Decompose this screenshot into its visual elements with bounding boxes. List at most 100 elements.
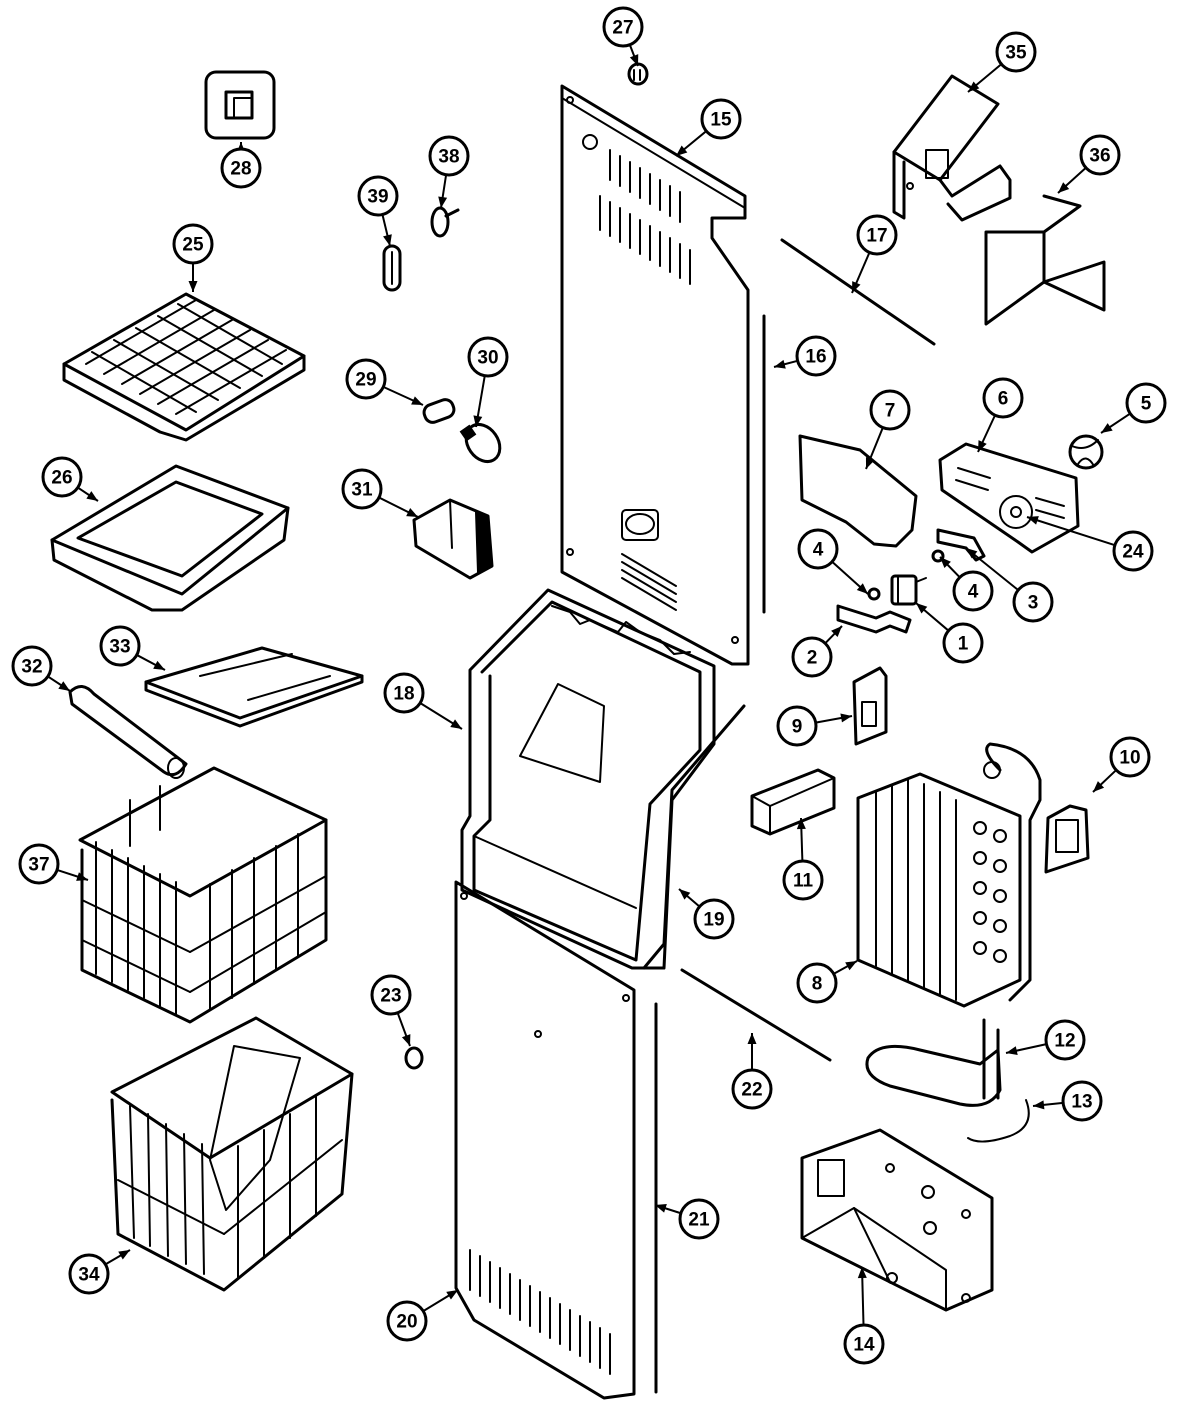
- part-20-lower-panel: [454, 880, 636, 1400]
- callout-arrowhead: [473, 415, 483, 427]
- callout-20: 20: [386, 1289, 459, 1342]
- callout-number: 34: [78, 1265, 100, 1286]
- callout-39: 39: [357, 175, 399, 247]
- callout-number: 35: [1005, 43, 1027, 64]
- callout-6: 6: [977, 377, 1024, 453]
- callout-arrowhead: [857, 1267, 867, 1279]
- callout-arrowhead: [1006, 1046, 1018, 1056]
- callout-8: 8: [796, 960, 858, 1004]
- callout-number: 6: [998, 389, 1009, 410]
- callout-circle: [942, 622, 984, 664]
- callout-circle: [1044, 1019, 1086, 1061]
- callout-arrowhead: [1101, 423, 1113, 433]
- part-drawings: [50, 62, 1106, 1400]
- callout-circle: [1125, 382, 1167, 424]
- callout-arrowhead: [865, 457, 875, 469]
- callout-25: 25: [172, 223, 214, 292]
- callout-arrowhead: [966, 548, 978, 559]
- part-13-wire: [967, 1099, 1030, 1143]
- part-26-ice-bin: [50, 464, 290, 612]
- callout-number: 10: [1119, 748, 1140, 769]
- callout-35: 35: [967, 31, 1037, 93]
- callout-circle: [1079, 134, 1121, 176]
- callout-number: 18: [393, 684, 414, 705]
- callout-arrowhead: [446, 1290, 458, 1300]
- callout-arrowhead: [58, 681, 70, 691]
- callout-circle: [1012, 581, 1054, 623]
- callout-number: 36: [1089, 146, 1110, 167]
- callout-arrowhead: [747, 1033, 757, 1044]
- part-4-screw-a: [867, 587, 881, 601]
- callout-number: 23: [380, 986, 401, 1007]
- callout-circle: [1112, 530, 1154, 572]
- part-31-housing: [412, 498, 494, 580]
- callout-circle: [795, 335, 837, 377]
- callout-circle: [602, 6, 644, 48]
- callout-number: 31: [351, 480, 373, 501]
- callout-arrowhead: [940, 557, 951, 569]
- callout-14: 14: [843, 1266, 885, 1365]
- callout-number: 39: [367, 187, 388, 208]
- callout-circle: [995, 31, 1037, 73]
- callout-circle: [370, 974, 412, 1016]
- callout-number: 11: [793, 871, 814, 892]
- part-29-socket: [422, 398, 456, 424]
- part-5-fan-blade: [1068, 434, 1104, 470]
- callout-circle: [869, 389, 911, 431]
- callout-4: 4: [797, 528, 869, 595]
- callout-circle: [99, 625, 141, 667]
- callout-circle: [1109, 736, 1151, 778]
- callout-circle: [357, 175, 399, 217]
- part-2-bracket: [836, 604, 912, 634]
- part-32-roller: [68, 685, 188, 779]
- callout-18: 18: [383, 672, 463, 730]
- callout-number: 17: [866, 226, 887, 247]
- callout-26: 26: [41, 456, 99, 502]
- callout-3: 3: [965, 547, 1054, 623]
- callout-number: 33: [109, 637, 130, 658]
- callout-circle: [952, 570, 994, 612]
- callout-number: 14: [853, 1335, 875, 1356]
- part-38-bolt: [430, 206, 460, 238]
- callout-circle: [856, 214, 898, 256]
- callout-38: 38: [428, 135, 470, 209]
- part-1-thermostat: [890, 574, 927, 606]
- callout-23: 23: [370, 974, 412, 1047]
- callout-circle: [693, 898, 735, 940]
- callout-number: 7: [885, 401, 896, 422]
- part-28-switch: [204, 70, 276, 140]
- callout-arrowhead: [118, 1250, 130, 1260]
- callout-leader: [1026, 516, 1116, 547]
- callout-circle: [791, 636, 833, 678]
- callout-19: 19: [678, 888, 735, 940]
- callout-circle: [41, 456, 83, 498]
- callout-4: 4: [939, 556, 994, 612]
- callout-arrowhead: [796, 818, 806, 830]
- part-14-drain-pan: [800, 1128, 994, 1312]
- part-3-bracket: [936, 528, 986, 562]
- part-8-evaporator: [856, 742, 1042, 1008]
- callout-arrowhead: [76, 872, 88, 881]
- callout-circle: [345, 358, 387, 400]
- callout-number: 27: [612, 18, 633, 39]
- callout-number: 25: [182, 235, 204, 256]
- callout-29: 29: [345, 358, 424, 406]
- part-37-wire-basket: [78, 766, 328, 1024]
- callout-arrowhead: [401, 1034, 411, 1046]
- callout-circle: [782, 859, 824, 901]
- callout-arrowhead: [629, 54, 639, 66]
- callout-30: 30: [467, 336, 509, 428]
- callout-number: 2: [807, 648, 818, 669]
- callout-arrowhead: [916, 603, 928, 614]
- callout-circle: [172, 223, 214, 265]
- callout-circle: [428, 135, 470, 177]
- part-35-bracket: [892, 74, 1012, 222]
- callout-10: 10: [1092, 736, 1151, 793]
- callout-arrowhead: [450, 719, 462, 729]
- callout-number: 19: [703, 910, 724, 931]
- part-34-wire-basket: [110, 1016, 354, 1292]
- callout-circle: [386, 1300, 428, 1342]
- callout-number: 5: [1141, 394, 1152, 415]
